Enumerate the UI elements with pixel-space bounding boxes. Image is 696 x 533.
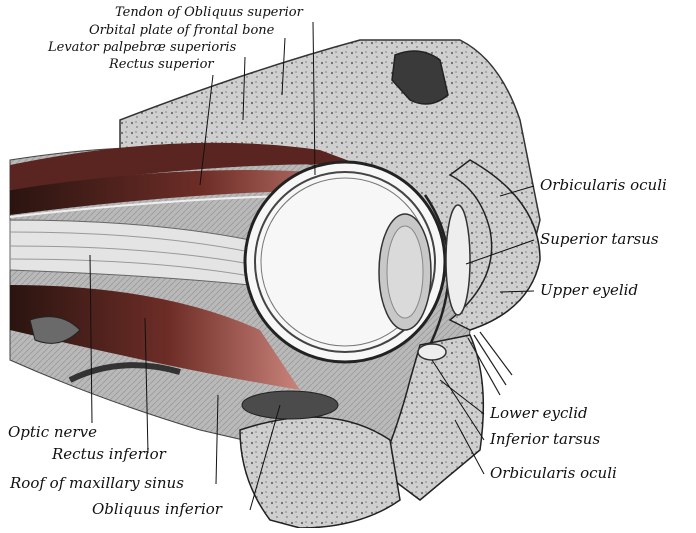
label-orbital-plate: Orbital plate of frontal bone bbox=[89, 24, 274, 37]
label-lower-eyelid: Lower eyclid bbox=[490, 406, 588, 421]
label-upper-eyelid: Upper eyelid bbox=[540, 283, 638, 298]
label-roof-maxillary-sinus: Roof of maxillary sinus bbox=[10, 476, 184, 491]
label-orbicularis-oculi-upper: Orbicularis oculi bbox=[540, 178, 667, 193]
label-levator: Levator palpebræ superioris bbox=[48, 41, 236, 54]
maxillary-sinus-roof bbox=[242, 391, 338, 419]
label-optic-nerve: Optic nerve bbox=[8, 425, 97, 440]
label-obliquus-inferior: Obliquus inferior bbox=[92, 502, 222, 517]
label-orbicularis-oculi-lower: Orbicularis oculi bbox=[490, 466, 617, 481]
label-inferior-tarsus: Inferior tarsus bbox=[490, 432, 600, 447]
label-tendon-obliquus-superior: Tendon of Obliquus superior bbox=[115, 6, 303, 19]
label-rectus-inferior: Rectus inferior bbox=[52, 447, 166, 462]
maxillary-bone bbox=[240, 417, 400, 528]
label-superior-tarsus: Superior tarsus bbox=[540, 232, 659, 247]
label-rectus-superior: Rectus superior bbox=[109, 58, 214, 71]
inferior-tarsus-shape bbox=[418, 344, 446, 360]
superior-tarsus-shape bbox=[446, 205, 470, 315]
